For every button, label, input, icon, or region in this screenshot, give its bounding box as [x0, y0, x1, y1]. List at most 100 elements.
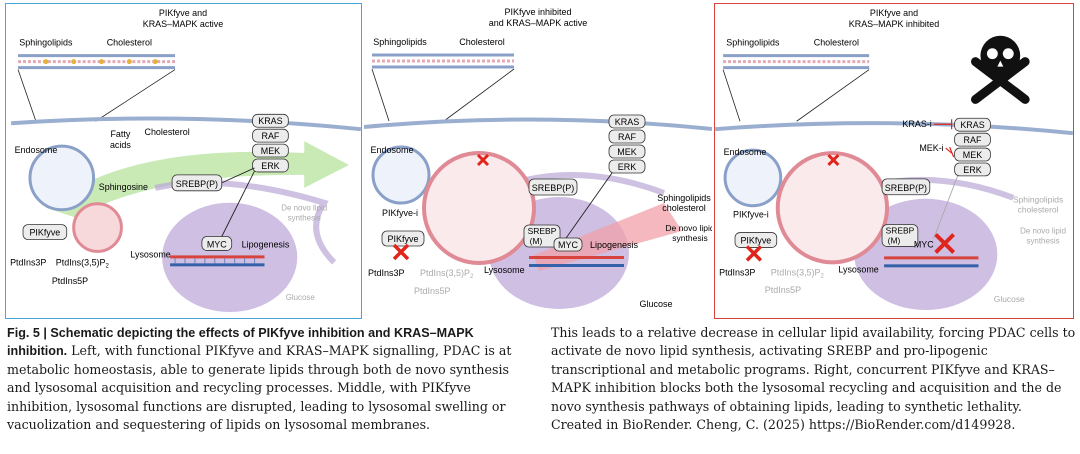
caption-left-text: Left, with functional PIKfyve and KRAS–M… — [7, 343, 512, 433]
label-endosome: Endosome — [370, 145, 413, 155]
dna — [884, 256, 979, 268]
label-denovo-2: synthesis — [1027, 236, 1060, 245]
srebp-m-box — [881, 224, 919, 247]
caption-right-column: This leads to a relative decrease in cel… — [551, 325, 1076, 433]
srebp-box — [528, 178, 578, 196]
label-sphingosine: Sphingosine — [99, 182, 148, 192]
label-srebp: SREBP(P) — [532, 183, 575, 193]
label-pikfyve: PIKfyve — [740, 235, 771, 245]
label-fatty: Fatty — [110, 129, 130, 139]
red-x-lysosome — [476, 153, 490, 167]
kras-cascade — [608, 114, 646, 174]
panel-title-1: PIKfyve and — [870, 8, 918, 18]
label-srebp-m-2: (M) — [530, 236, 543, 246]
label-erk: ERK — [963, 165, 981, 175]
erk-srebp-arrow — [221, 167, 255, 184]
erk-myc-arrow — [219, 170, 255, 241]
red-x-myc — [934, 233, 956, 254]
panel-title-1: PIKfyve inhibited — [504, 7, 571, 17]
label-srebp-m-1: SREBP — [528, 226, 557, 236]
srebp-box — [881, 178, 931, 196]
er — [513, 172, 666, 196]
skull-crossbones-icon — [971, 35, 1030, 104]
label-cholesterol-top: Cholesterol — [459, 37, 505, 47]
panel-right: PIKfyve and KRAS–MAPK inhibited Sphingol… — [714, 3, 1074, 319]
label-myc: MYC — [558, 240, 579, 250]
label-denovo-1: De novo lipid — [1020, 227, 1066, 236]
red-x-pikfyve — [392, 243, 410, 261]
membrane-inset — [371, 53, 515, 122]
panel-title-1: PIKfyve and — [159, 8, 207, 18]
label-lysosome: Lysosome — [838, 264, 878, 274]
label-sphingo-chol-1: Sphingolipids — [1013, 195, 1063, 205]
red-x-lysosome — [827, 153, 840, 167]
panel-left: PIKfyve and KRAS–MAPK active Sphingolipi… — [5, 3, 362, 319]
label-kras: KRAS — [615, 117, 640, 127]
label-pikfyve: PIKfyve — [387, 234, 418, 244]
label-cholesterol-top: Cholesterol — [107, 38, 152, 48]
endosome — [723, 148, 783, 208]
srebp-m-box — [523, 224, 561, 248]
label-srebp-m-1: SREBP — [886, 226, 915, 236]
label-erk: ERK — [261, 161, 279, 171]
label-srebp: SREBP(P) — [176, 179, 218, 189]
label-ptdins35p2: PtdIns(3,5)P2 — [771, 267, 825, 279]
membrane-inset — [722, 54, 870, 122]
label-ptdins3p: PtdIns3P — [10, 257, 46, 267]
pikfyve-box — [22, 224, 68, 240]
label-pikfyvei: PIKfyve-i — [382, 208, 418, 218]
label-srebp-m-2: (M) — [888, 235, 901, 245]
label-lysosome: Lysosome — [484, 265, 525, 275]
red-flux-arrow — [534, 203, 682, 271]
label-cholesterol-mid: Cholesterol — [144, 127, 189, 137]
label-ptdins3p: PtdIns3P — [368, 268, 405, 278]
label-glucose: Glucose — [639, 299, 672, 309]
label-ptdins5p: PtdIns5P — [52, 276, 88, 286]
label-mek: MEK — [261, 146, 280, 156]
endosome — [371, 145, 431, 205]
label-pikfyve: PIKfyve — [29, 228, 60, 238]
dna — [529, 256, 624, 267]
panel-title-2: KRAS–MAPK active — [143, 19, 223, 29]
label-myc: MYC — [914, 239, 934, 249]
label-ptdins35p2: PtdIns(3,5)P2 — [420, 268, 474, 280]
lysosome — [72, 202, 123, 253]
label-ptdins3p: PtdIns3P — [719, 267, 755, 277]
label-glucose: Glucose — [286, 293, 316, 302]
pikfyve-box — [734, 232, 778, 248]
label-ptdins5p: PtdIns5P — [414, 286, 451, 296]
label-sphingo-chol-1: Sphingolipids — [657, 193, 711, 203]
label-denovo-2: synthesis — [672, 233, 707, 243]
label-denovo-1: De novo lipid — [665, 223, 712, 233]
diagram-left: PIKfyve and KRAS–MAPK active Sphingolipi… — [10, 8, 361, 313]
label-kras: KRAS — [258, 116, 282, 126]
label-mek: MEK — [963, 150, 982, 160]
label-lipogenesis: Lipogenesis — [590, 240, 639, 250]
label-raf: RAF — [964, 135, 982, 145]
label-endosome: Endosome — [15, 145, 58, 155]
label-mek: MEK — [617, 147, 637, 157]
label-meki: MEK-i — [919, 143, 943, 153]
inhibitor-bars — [933, 119, 955, 158]
swollen-lysosome — [775, 151, 890, 265]
label-denovo-2: synthesis — [288, 214, 321, 223]
label-kras: KRAS — [960, 120, 984, 130]
label-cholesterol-top: Cholesterol — [814, 38, 859, 48]
red-x-pikfyve — [745, 245, 763, 262]
caption-title: Fig. 5 | Schematic depicting the effects… — [7, 326, 474, 359]
erk-myc-arrow — [563, 172, 613, 242]
label-sphingolipids: Sphingolipids — [373, 37, 427, 47]
label-pikfyvei: PIKfyve-i — [733, 210, 769, 220]
diagram-middle: PIKfyve inhibited and KRAS–MAPK active S… — [364, 7, 712, 309]
label-endosome: Endosome — [724, 147, 767, 157]
cell-membrane — [715, 121, 1073, 136]
label-sphingolipids: Sphingolipids — [726, 38, 780, 48]
myc-box — [201, 236, 233, 251]
diagram-right: PIKfyve and KRAS–MAPK inhibited Sphingol… — [715, 8, 1073, 311]
pikfyve-box — [381, 230, 425, 247]
label-denovo-1: De novo lipid — [281, 204, 327, 213]
label-ptdins5p: PtdIns5P — [765, 285, 801, 295]
cell-membrane — [10, 116, 361, 132]
label-sphingo-chol-2: cholesterol — [662, 203, 706, 213]
label-srebp: SREBP(P) — [885, 183, 927, 193]
